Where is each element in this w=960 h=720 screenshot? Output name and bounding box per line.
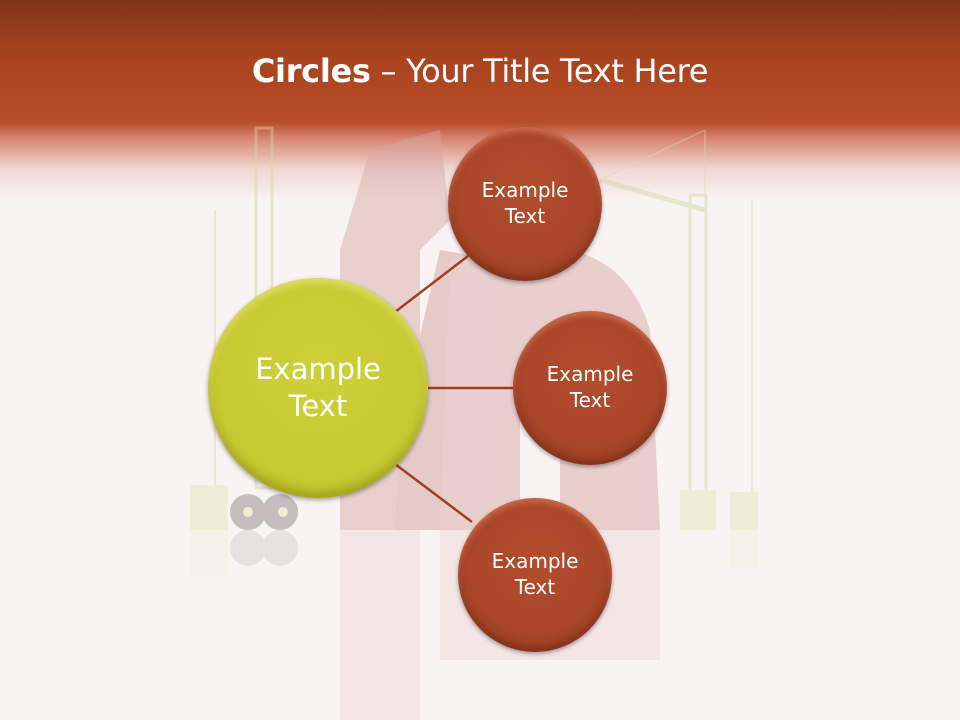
child-node-bottom-line1: Example [491,549,579,574]
connector-bottom [394,463,473,523]
center-node-line2: Text [288,389,348,423]
child-node-top-line1: Example [481,178,569,203]
title-bold: Circles [251,52,371,90]
title-rest: – Your Title Text Here [370,52,709,90]
child-node-bottom-line2: Text [514,575,556,599]
center-node-line1: Example [255,351,381,386]
child-node-top-line2: Text [504,204,546,228]
slide-title: Circles – Your Title Text Here [0,52,960,90]
child-node-middle-line2: Text [569,388,611,412]
connector-top [394,255,469,313]
child-node-middle-line1: Example [546,362,634,387]
